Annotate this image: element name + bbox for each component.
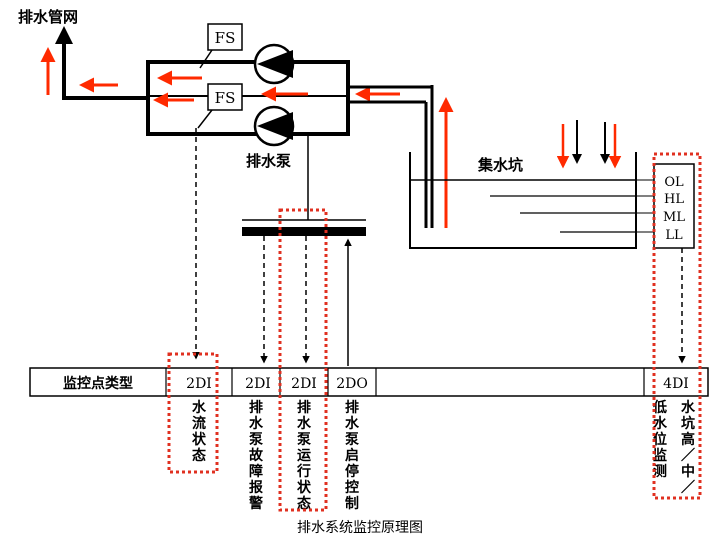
desc-pump-fault-char: 障 xyxy=(249,463,263,480)
desc-pump-control-char: 泵 xyxy=(345,432,359,448)
pump-manifold xyxy=(146,60,350,136)
control-bar xyxy=(242,134,366,236)
highlight-box-run xyxy=(278,208,328,512)
sump-label: 集水坑 xyxy=(477,156,523,174)
flow-switch-bottom: FS xyxy=(197,83,243,129)
desc-pump-fault-char: 报 xyxy=(249,480,263,496)
level-sensor-box xyxy=(636,163,695,249)
desc-pit-level-char: ／ xyxy=(681,448,695,464)
desc-pit-level-char: 高 xyxy=(681,431,695,448)
level-ll: LL xyxy=(665,228,683,243)
table-header: 监控点类型 xyxy=(63,375,133,392)
level-ml: ML xyxy=(663,210,685,225)
highlight-box-flow xyxy=(167,352,219,474)
desc-pump-control-char: 启 xyxy=(345,447,359,464)
desc-pit-level-char: 水 xyxy=(681,399,696,416)
desc-low-level-char: 测 xyxy=(653,463,667,480)
desc-pump-run-char: 运 xyxy=(297,448,311,464)
flow-switch-top-label: FS xyxy=(215,29,236,47)
desc-pit-level-char: ／ xyxy=(681,480,695,496)
desc-pump-run-char: 水 xyxy=(297,415,312,432)
pump-top-icon xyxy=(253,43,295,85)
desc-low-level-char: 水 xyxy=(653,415,668,432)
desc-low-level-char: 低 xyxy=(652,399,667,416)
cell-type-control: 2DO xyxy=(336,376,368,392)
desc-flow-status-char: 流 xyxy=(192,415,206,432)
desc-pump-control-char: 停 xyxy=(345,463,359,480)
pump-bottom-icon xyxy=(253,105,295,147)
drain-network-label: 排水管网 xyxy=(18,8,78,26)
monitor-table xyxy=(29,367,709,397)
sump-pit xyxy=(409,152,637,249)
desc-pump-fault-char: 泵 xyxy=(249,432,263,448)
desc-pump-fault-char: 故 xyxy=(249,447,264,464)
desc-pump-control-char: 排 xyxy=(345,399,359,416)
highlight-box-level xyxy=(652,152,702,500)
cell-type-flow: 2DI xyxy=(186,376,212,392)
diagram-caption: 排水系统监控原理图 xyxy=(297,520,423,536)
level-hl: HL xyxy=(664,192,684,207)
discharge-pipe xyxy=(55,26,148,100)
desc-pump-fault-char: 警 xyxy=(249,495,263,512)
desc-pump-run-char: 泵 xyxy=(297,432,311,448)
flow-switch-bottom-label: FS xyxy=(215,89,236,107)
desc-flow-status-char: 水 xyxy=(192,399,207,416)
desc-pit-level-char: 中 xyxy=(681,463,695,480)
desc-pump-run-char: 排 xyxy=(297,399,311,416)
desc-pump-fault-char: 排 xyxy=(249,399,263,416)
desc-flow-status-char: 态 xyxy=(192,447,206,464)
flow-switch-top: FS xyxy=(199,23,243,69)
desc-low-level-char: 位 xyxy=(653,431,667,448)
suction-pipe xyxy=(348,85,434,228)
desc-flow-status-char: 状 xyxy=(192,431,207,448)
cell-type-fault: 2DI xyxy=(245,376,271,392)
desc-pit-level-char: 坑 xyxy=(681,415,695,432)
desc-pump-run-char: 行 xyxy=(296,463,311,480)
desc-pump-fault-char: 水 xyxy=(249,415,264,432)
level-ol: OL xyxy=(664,175,684,190)
desc-pump-control-char: 水 xyxy=(345,415,360,432)
pump-label: 排水泵 xyxy=(246,152,291,170)
cell-type-run: 2DI xyxy=(291,376,317,392)
cell-type-level: 4DI xyxy=(663,376,689,392)
desc-pump-control-char: 制 xyxy=(345,495,359,512)
desc-low-level-char: 监 xyxy=(653,447,667,464)
desc-pump-run-char: 状 xyxy=(297,479,312,496)
desc-pump-control-char: 控 xyxy=(345,479,359,496)
desc-pump-run-char: 态 xyxy=(297,495,311,512)
